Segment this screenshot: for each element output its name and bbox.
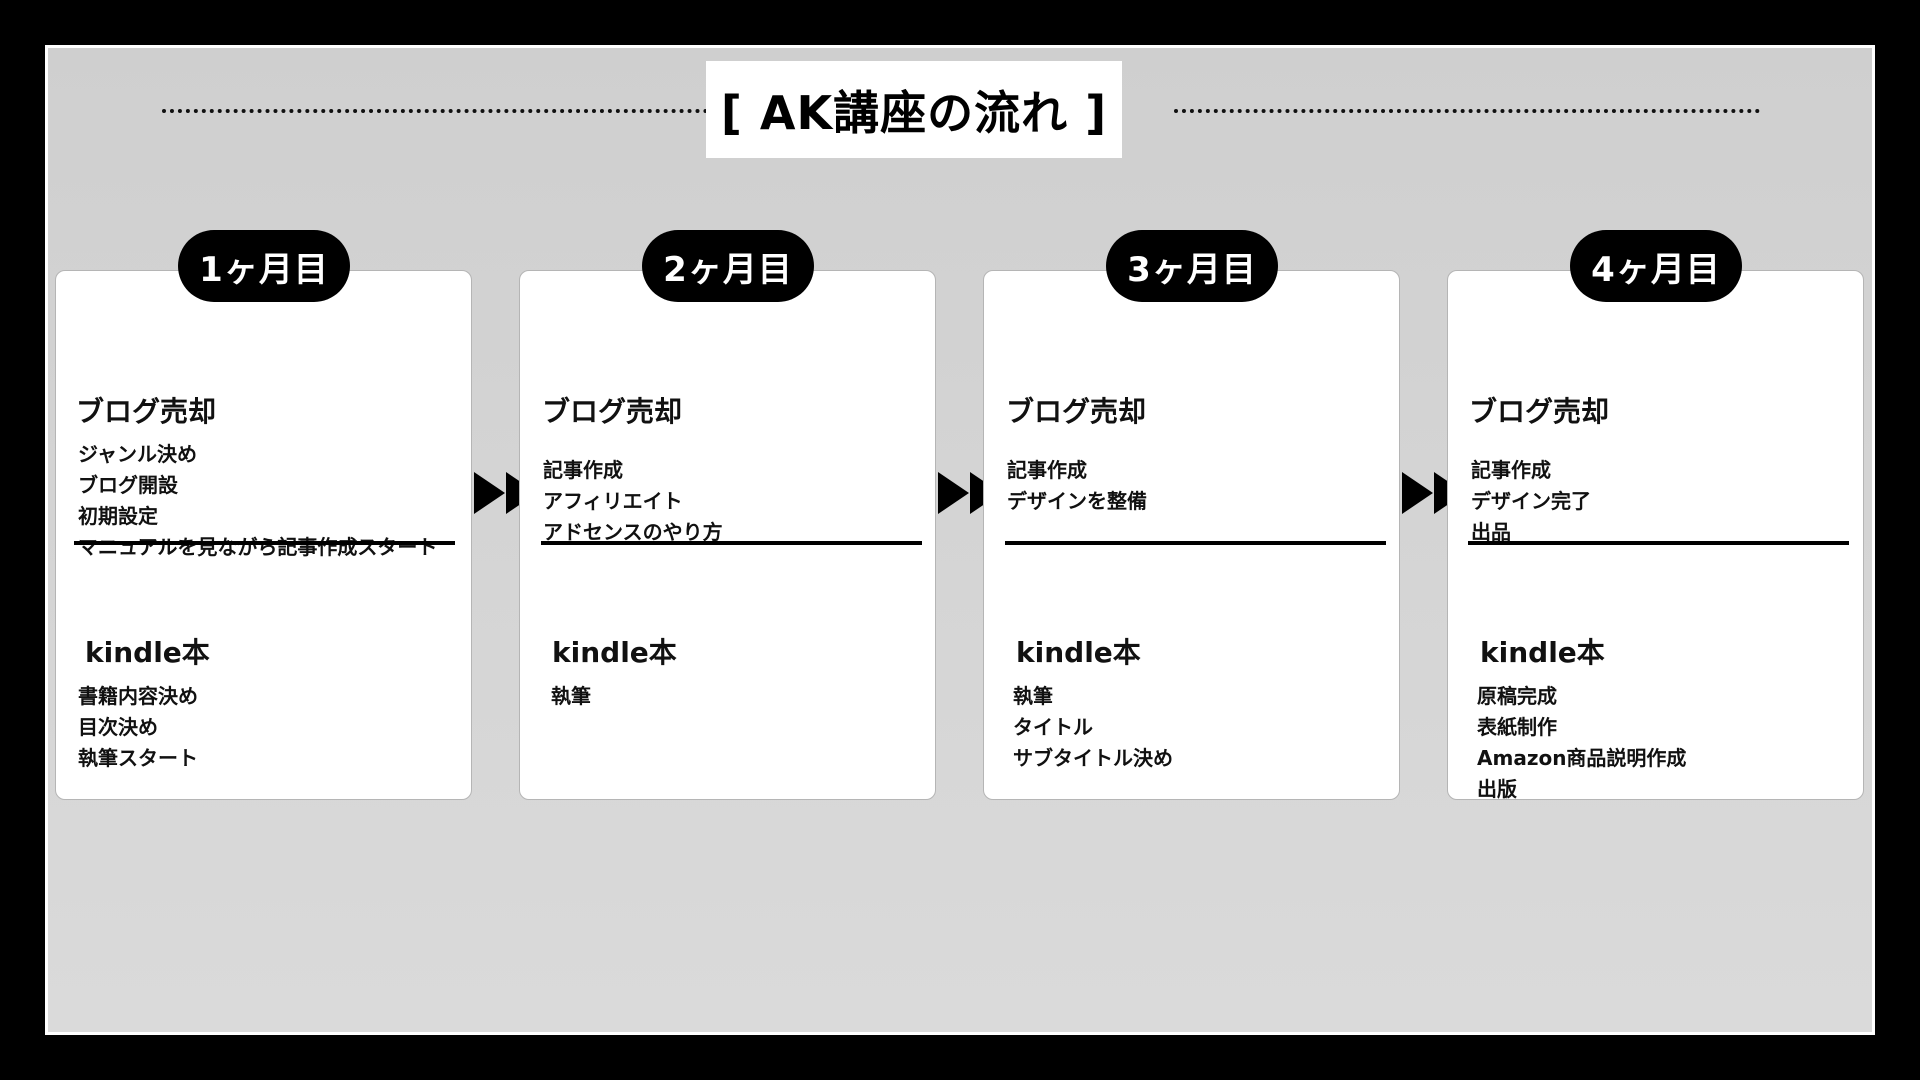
list-item: 記事作成 [1471,458,1551,482]
blog-item-list-2: 記事作成 アフィリエイト アドセンスのやり方 [543,455,723,548]
card-divider-3 [1005,541,1386,545]
blog-item-list-3: 記事作成 デザインを整備 [1007,455,1147,517]
step-card-4 [1447,270,1864,800]
kindle-section-title-1: kindle本 [85,636,210,669]
list-item: ジャンル決め [78,442,197,466]
list-item: 執筆 [1013,684,1053,708]
list-item: サブタイトル決め [1013,746,1173,770]
list-item: 執筆 [551,684,591,708]
list-item: 出版 [1477,777,1517,801]
card-divider-2 [541,541,922,545]
title-dotted-line-left [162,109,748,113]
step-card-2 [519,270,936,800]
list-item: マニュアルを見ながら記事作成スタート [78,535,438,559]
list-item: 執筆スタート [78,746,198,770]
page-title: [ AK講座の流れ ] [706,61,1122,158]
blog-item-list-1: ジャンル決め ブログ開設 初期設定 マニュアルを見ながら記事作成スタート [78,439,437,563]
blog-item-list-4: 記事作成 デザイン完了 出品 [1471,455,1591,548]
blog-section-title-4: ブログ売却 [1469,395,1610,428]
list-item: 記事作成 [543,458,623,482]
step-card-3 [983,270,1400,800]
blog-section-title-1: ブログ売却 [76,395,217,428]
kindle-section-title-3: kindle本 [1016,636,1141,669]
step-card-1 [55,270,472,800]
list-item: デザインを整備 [1007,489,1147,513]
kindle-item-list-3: 執筆 タイトル サブタイトル決め [1013,681,1173,774]
list-item: 記事作成 [1007,458,1087,482]
list-item: 原稿完成 [1477,684,1557,708]
list-item: タイトル [1013,715,1093,739]
list-item: 表紙制作 [1477,715,1557,739]
card-divider-4 [1468,541,1849,545]
list-item: 目次決め [78,715,158,739]
arrow-icon [938,472,969,514]
list-item: 初期設定 [78,504,158,528]
list-item: デザイン完了 [1471,489,1591,513]
step-badge-3: 3ヶ月目 [1106,230,1278,302]
step-badge-1: 1ヶ月目 [178,230,350,302]
list-item: Amazon商品説明作成 [1477,746,1687,770]
list-item: アフィリエイト [543,489,683,513]
blog-section-title-3: ブログ売却 [1006,395,1147,428]
arrow-icon [474,472,505,514]
step-badge-2: 2ヶ月目 [642,230,814,302]
list-item: 出品 [1471,520,1511,544]
kindle-item-list-1: 書籍内容決め 目次決め 執筆スタート [78,681,198,774]
kindle-section-title-4: kindle本 [1480,636,1605,669]
kindle-item-list-4: 原稿完成 表紙制作 Amazon商品説明作成 出版 [1477,681,1686,805]
list-item: アドセンスのやり方 [543,520,723,544]
blog-section-title-2: ブログ売却 [542,395,683,428]
title-dotted-line-right [1174,109,1760,113]
card-divider-1 [74,541,455,545]
arrow-icon [1402,472,1433,514]
step-badge-4: 4ヶ月目 [1570,230,1742,302]
kindle-item-list-2: 執筆 [551,681,591,712]
list-item: 書籍内容決め [78,684,198,708]
list-item: ブログ開設 [78,473,178,497]
kindle-section-title-2: kindle本 [552,636,677,669]
